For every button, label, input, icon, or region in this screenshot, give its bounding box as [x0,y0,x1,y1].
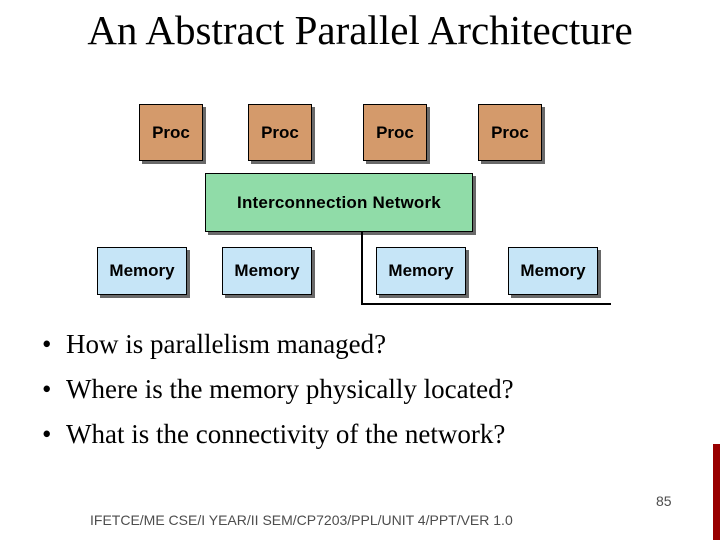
network-memory-connector-vertical-line [361,232,363,305]
memory-box-label: Memory [520,261,586,280]
proc-box-2: Proc [248,104,312,161]
proc-box-label: Proc [376,122,414,142]
memory-box-4: Memory [508,247,598,295]
interconnection-network-label: Interconnection Network [237,192,441,212]
bullet-text: How is parallelism managed? [66,329,387,359]
proc-box-label: Proc [152,122,190,142]
bullet-text: What is the connectivity of the network? [66,419,506,449]
bullet-text: Where is the memory physically located? [66,374,514,404]
bullet-item: • What is the connectivity of the networ… [42,412,682,457]
bullet-item: • How is parallelism managed? [42,322,682,367]
interconnection-network-box: Interconnection Network [205,173,473,232]
bullet-icon: • [42,329,52,359]
memory-box-label: Memory [234,261,300,280]
proc-box-label: Proc [261,122,299,142]
memory-box-label: Memory [109,261,175,280]
memory-box-2: Memory [222,247,312,295]
bullet-item: • Where is the memory physically located… [42,367,682,412]
memory-box-1: Memory [97,247,187,295]
page-number: 85 [656,493,672,509]
proc-box-1: Proc [139,104,203,161]
proc-box-label: Proc [491,122,529,142]
page-title: An Abstract Parallel Architecture [87,7,633,53]
bullet-icon: • [42,419,52,449]
network-memory-connector-horizontal-line [361,303,611,305]
footer-text: IFETCE/ME CSE/I YEAR/II SEM/CP7203/PPL/U… [90,512,513,528]
memory-box-3: Memory [376,247,466,295]
proc-box-4: Proc [478,104,542,161]
red-accent-bar [713,444,720,540]
bullet-list: • How is parallelism managed? • Where is… [42,322,682,457]
memory-box-label: Memory [388,261,454,280]
bullet-icon: • [42,374,52,404]
proc-box-3: Proc [363,104,427,161]
